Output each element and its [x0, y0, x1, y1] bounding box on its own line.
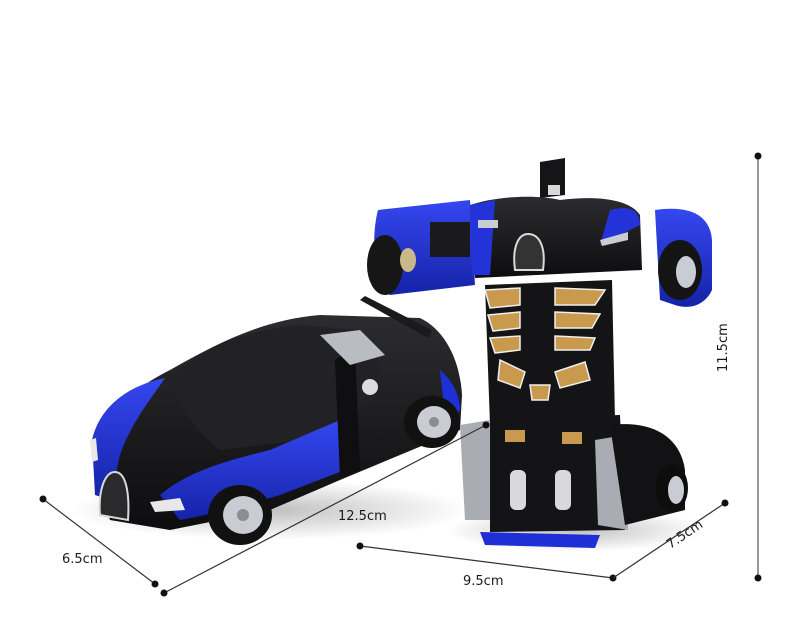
car-front-wheel — [208, 485, 272, 545]
car-length-label: 12.5cm — [338, 509, 387, 524]
robot-mode-toy — [367, 158, 712, 552]
robot-width-label: 9.5cm — [463, 574, 504, 589]
car-width-label: 6.5cm — [62, 552, 103, 567]
dimension-lines — [39, 152, 762, 597]
robot-height-label: 11.5cm — [716, 323, 731, 372]
car-mode-toy — [70, 296, 470, 545]
car-rear-wheel — [404, 396, 460, 448]
